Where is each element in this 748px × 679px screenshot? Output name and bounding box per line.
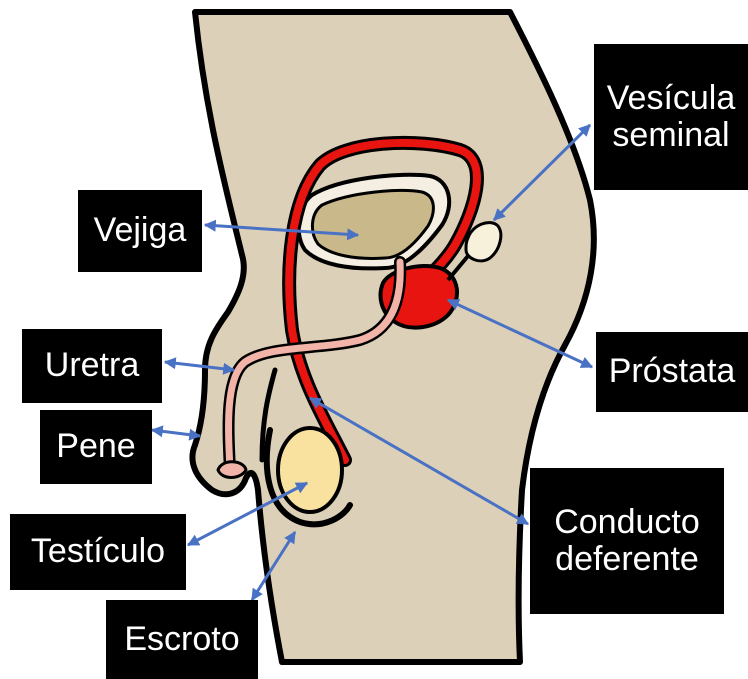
label-conducto-line2: deferente: [555, 541, 699, 578]
label-uretra: Uretra: [22, 329, 162, 403]
label-testiculo-text: Testículo: [31, 533, 165, 570]
label-pene: Pene: [40, 410, 152, 484]
testicle-icon: [278, 428, 342, 512]
label-vejiga-text: Vejiga: [94, 212, 187, 249]
label-conducto-line1: Conducto: [554, 504, 700, 541]
label-pene-text: Pene: [56, 428, 135, 465]
label-vesicula-seminal: Vesícula seminal: [594, 44, 748, 190]
label-vesicula-line2: seminal: [612, 117, 729, 154]
label-prostata: Próstata: [596, 332, 748, 412]
label-prostata-text: Próstata: [609, 353, 736, 390]
label-conducto-deferente: Conducto deferente: [530, 468, 724, 614]
arrow-pene: [152, 430, 200, 436]
label-escroto: Escroto: [106, 600, 258, 679]
label-uretra-text: Uretra: [45, 347, 139, 384]
label-escroto-text: Escroto: [124, 621, 239, 658]
label-vesicula-line1: Vesícula: [607, 80, 736, 117]
label-vejiga: Vejiga: [78, 190, 202, 272]
label-testiculo: Testículo: [10, 514, 186, 590]
